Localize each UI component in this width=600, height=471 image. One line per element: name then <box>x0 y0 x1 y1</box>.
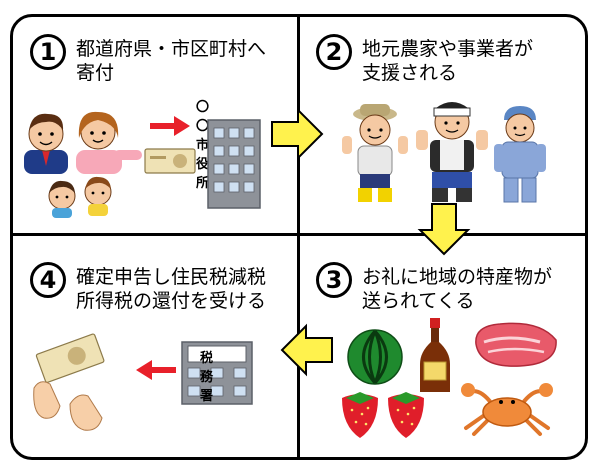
family-icon <box>24 111 142 218</box>
vertical-divider <box>297 14 300 460</box>
strawberry-icon <box>342 392 424 438</box>
step-3-number: 3 <box>316 262 352 298</box>
step-1-text-line1: 都道府県・市区町村へ <box>76 38 267 60</box>
fisherman-icon <box>416 102 488 202</box>
yellow-arrow-right-icon <box>271 107 324 161</box>
step-2-text-line2: 支援される <box>362 62 458 84</box>
step-3-text-line2: 送られてくる <box>362 290 475 312</box>
red-arrow-icon <box>150 116 190 136</box>
yellow-arrow-down-icon <box>417 203 471 256</box>
farmer-icon <box>342 104 408 202</box>
refund-hands-icon <box>33 333 105 431</box>
yellow-arrow-left-icon <box>280 323 333 377</box>
tax-office-building-icon <box>181 341 253 405</box>
step-3-text-line1: お礼に地域の特産物が <box>362 266 553 288</box>
step-2-text-line1: 地元農家や事業者が <box>362 38 534 60</box>
crab-icon <box>461 383 553 436</box>
tax-office-label: 税務署 <box>200 351 214 404</box>
step-4-number: 4 <box>30 262 66 298</box>
red-arrow-left-icon <box>136 360 176 380</box>
step-4-text-line1: 確定申告し住民税減税 <box>76 266 267 288</box>
soy-sauce-bottle-icon <box>420 318 450 392</box>
city-hall-building-icon <box>207 119 261 209</box>
watermelon-icon <box>347 329 403 385</box>
step-1-number: 1 <box>30 34 66 70</box>
step-4-text-line2: 所得税の還付を受ける <box>76 290 267 312</box>
worker-icon <box>494 106 546 203</box>
city-hall-label: 〇〇市役所 <box>196 100 210 191</box>
meat-icon <box>475 322 557 367</box>
step-2-number: 2 <box>316 34 352 70</box>
banknote-icon <box>144 148 196 174</box>
horizontal-divider <box>10 233 588 236</box>
step-1-text-line2: 寄付 <box>76 62 115 84</box>
